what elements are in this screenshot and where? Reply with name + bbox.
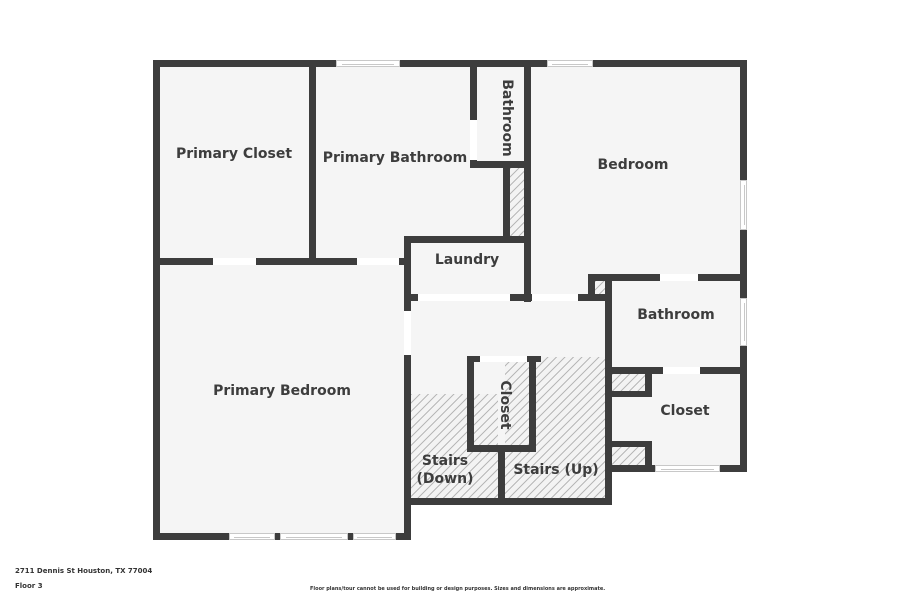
wall bbox=[503, 161, 510, 241]
room-label-closet-center: Closet bbox=[497, 380, 513, 430]
room-label-primary-closet: Primary Closet bbox=[175, 146, 293, 162]
wall bbox=[645, 367, 652, 397]
doorway bbox=[660, 274, 698, 281]
shaft-hatch-4 bbox=[612, 447, 645, 465]
wall bbox=[467, 356, 474, 452]
wall bbox=[153, 258, 410, 265]
disclaimer-text: Floor plans/tour cannot be used for buil… bbox=[310, 586, 606, 592]
wall bbox=[605, 441, 651, 447]
wall bbox=[404, 355, 411, 535]
window bbox=[655, 465, 720, 472]
wall bbox=[588, 274, 660, 281]
doorway bbox=[470, 120, 477, 160]
doorway bbox=[404, 311, 411, 355]
wall bbox=[740, 60, 747, 472]
wall bbox=[645, 441, 652, 472]
stairs-up-area bbox=[505, 357, 605, 498]
wall bbox=[605, 391, 652, 397]
window bbox=[547, 60, 593, 67]
wall bbox=[404, 262, 409, 267]
laundry-area bbox=[411, 242, 524, 297]
wall bbox=[404, 498, 612, 505]
wall bbox=[605, 367, 663, 374]
wall bbox=[529, 356, 536, 452]
shaft-hatch-2 bbox=[595, 281, 607, 295]
room-label-stairs-down: Stairs (Down) bbox=[416, 453, 474, 487]
doorway bbox=[418, 294, 510, 301]
bedroom-area bbox=[530, 67, 740, 295]
wall bbox=[605, 465, 612, 505]
wall bbox=[578, 294, 612, 301]
floor-label: Floor 3 bbox=[15, 582, 43, 590]
wall bbox=[588, 274, 595, 300]
room-label-primary-bedroom: Primary Bedroom bbox=[213, 383, 351, 399]
shaft-hatch-3 bbox=[612, 374, 646, 392]
doorway bbox=[663, 367, 700, 374]
window bbox=[740, 180, 747, 230]
wall bbox=[404, 236, 531, 243]
room-label-closet-right: Closet bbox=[660, 403, 710, 419]
window bbox=[740, 298, 747, 346]
doorway bbox=[532, 294, 578, 301]
room-label-laundry: Laundry bbox=[434, 252, 500, 268]
doorway bbox=[480, 356, 527, 362]
wall bbox=[700, 367, 747, 374]
primary-closet-area bbox=[160, 67, 310, 260]
doorway bbox=[213, 258, 256, 265]
window bbox=[229, 533, 275, 540]
wall bbox=[524, 60, 531, 302]
wall bbox=[153, 60, 160, 540]
bathroom-small-area bbox=[477, 67, 525, 163]
room-label-bathroom-small: Bathroom bbox=[499, 79, 515, 157]
address-text: 2711 Dennis St Houston, TX 77004 bbox=[15, 567, 153, 575]
window bbox=[353, 533, 396, 540]
wall bbox=[404, 236, 411, 311]
wall bbox=[510, 294, 532, 301]
room-label-primary-bathroom: Primary Bathroom bbox=[322, 150, 468, 166]
primary-bedroom-area bbox=[160, 265, 404, 533]
wall bbox=[498, 445, 505, 503]
bathroom-area bbox=[612, 281, 740, 369]
window bbox=[336, 60, 400, 67]
wall bbox=[470, 161, 530, 168]
wall bbox=[527, 356, 541, 362]
wall bbox=[309, 60, 316, 265]
room-label-stairs-up: Stairs (Up) bbox=[513, 462, 599, 478]
shaft-hatch-1 bbox=[510, 168, 524, 236]
wall bbox=[470, 60, 477, 120]
wall bbox=[467, 356, 480, 362]
doorway bbox=[357, 258, 399, 265]
window bbox=[280, 533, 348, 540]
room-label-bathroom: Bathroom bbox=[637, 307, 715, 323]
wall bbox=[153, 60, 747, 67]
room-label-bedroom: Bedroom bbox=[597, 157, 669, 173]
wall bbox=[698, 274, 747, 281]
wall bbox=[404, 294, 418, 301]
